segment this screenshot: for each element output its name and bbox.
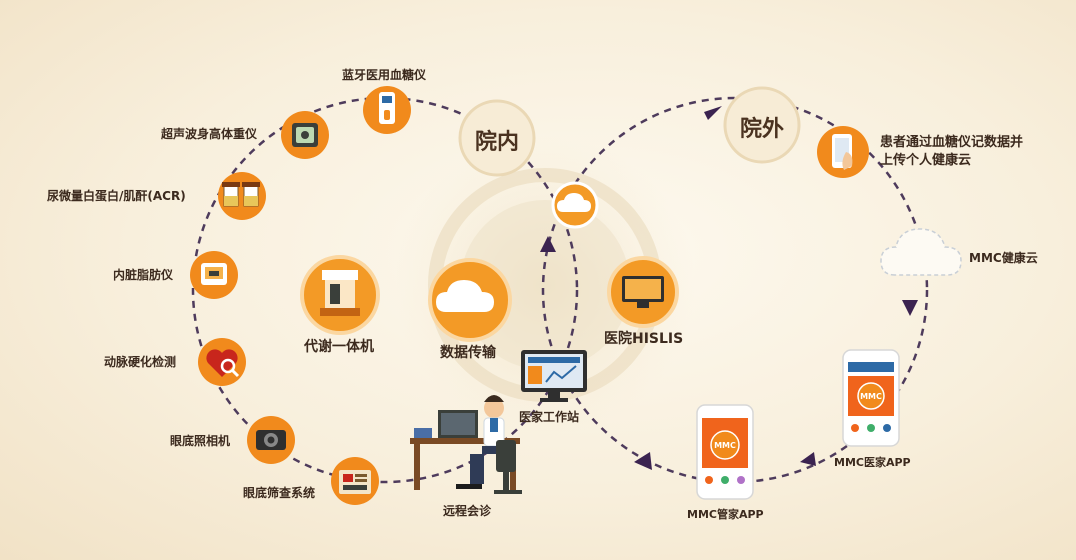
arterio-label: 动脉硬化检测 (104, 355, 177, 369)
outside-zone-label: 院外 (740, 117, 785, 142)
fundus-camera-node (247, 416, 295, 464)
remote-consult-scene (410, 395, 522, 494)
data-transfer-node (428, 258, 512, 342)
glucometer-label: 蓝牙医用血糖仪 (342, 68, 427, 82)
workstation-label: 医家工作站 (519, 410, 580, 424)
patient-upload-label: 患者通过血糖仪记数据并上传个人健康云 (880, 135, 1024, 168)
fundus-screen-node (331, 457, 379, 505)
remote-consult-label: 远程会诊 (443, 504, 492, 518)
fundus-screen-label: 眼底筛查系统 (243, 486, 316, 500)
doctor-app-logo-text: MMC (860, 392, 882, 401)
arrow-cloud-to-doctor-app (902, 300, 918, 316)
ultrasound-node (281, 111, 329, 159)
inside-zone-label: 院内 (475, 130, 520, 155)
arrow-to-outside (704, 106, 722, 120)
patient-phone-node (817, 126, 869, 178)
inside-cycle-path (191, 96, 579, 484)
arrow-doctor-to-manager-app (800, 452, 816, 466)
arterio-node (198, 338, 246, 386)
acr-label: 尿微量白蛋白/肌酐(ACR) (47, 189, 186, 203)
workstation-monitor (521, 350, 587, 402)
health-cloud-icon (880, 228, 962, 276)
glucometer-node (363, 86, 411, 134)
data-transfer-label: 数据传输 (440, 345, 496, 361)
manager-app-logo-text: MMC (714, 441, 736, 450)
doctor-app-label: MMC医家APP (834, 456, 911, 469)
manager-app-label: MMC管家APP (687, 508, 764, 521)
arrow-manager-to-workstation (634, 452, 652, 470)
center-ring-inner (460, 200, 630, 370)
manager-app-phone: MMC (696, 404, 754, 500)
his-label: 医院HISLIS (604, 331, 684, 347)
outside-zone-badge (723, 86, 801, 164)
doctor-app-phone: MMC (842, 349, 900, 447)
sync-cloud-icon (557, 193, 591, 212)
visceral-label: 内脏脂肪仪 (113, 268, 174, 282)
fundus-camera-label: 眼底照相机 (170, 434, 231, 448)
health-cloud-label: MMC健康云 (969, 251, 1038, 265)
visceral-node (190, 251, 238, 299)
his-node (607, 256, 679, 328)
ultrasound-label: 超声波身高体重仪 (161, 127, 258, 141)
inside-zone-badge (458, 99, 536, 177)
arrow-workstation-to-cloud (540, 236, 556, 252)
metabolic-machine-label: 代谢一体机 (304, 339, 374, 355)
metabolic-machine-node (300, 255, 380, 335)
acr-node (218, 172, 266, 220)
